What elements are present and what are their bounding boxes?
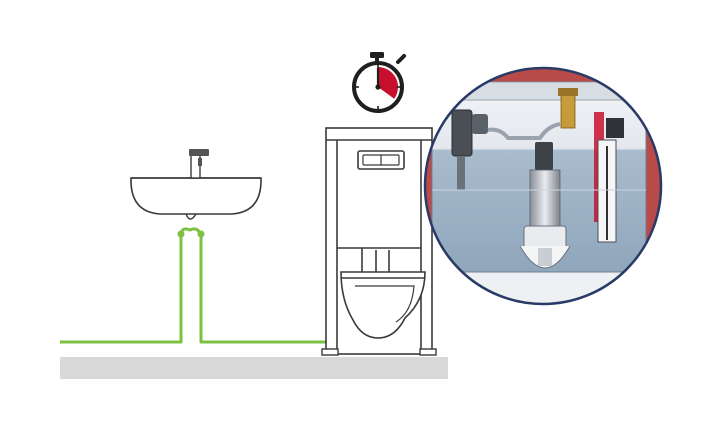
floor (60, 357, 448, 379)
zoom-border (423, 66, 663, 306)
wall-hung-toilet (340, 271, 426, 339)
wash-basin (130, 149, 262, 220)
frame-foot-left (321, 348, 339, 356)
stopwatch-icon (352, 52, 406, 113)
pipe-joint-left (177, 230, 185, 238)
cistern-zoom-detail (423, 66, 663, 306)
fill-valve (451, 109, 488, 190)
brass-valve (560, 93, 576, 129)
overflow-pipe (594, 112, 624, 243)
frame-foot-right (419, 348, 437, 356)
flush-plate (357, 150, 405, 170)
basin-tap (189, 149, 209, 179)
flush-valve (519, 142, 571, 269)
pipe-joint-right (197, 230, 205, 238)
stopwatch-elapsed-wedge (378, 67, 399, 99)
